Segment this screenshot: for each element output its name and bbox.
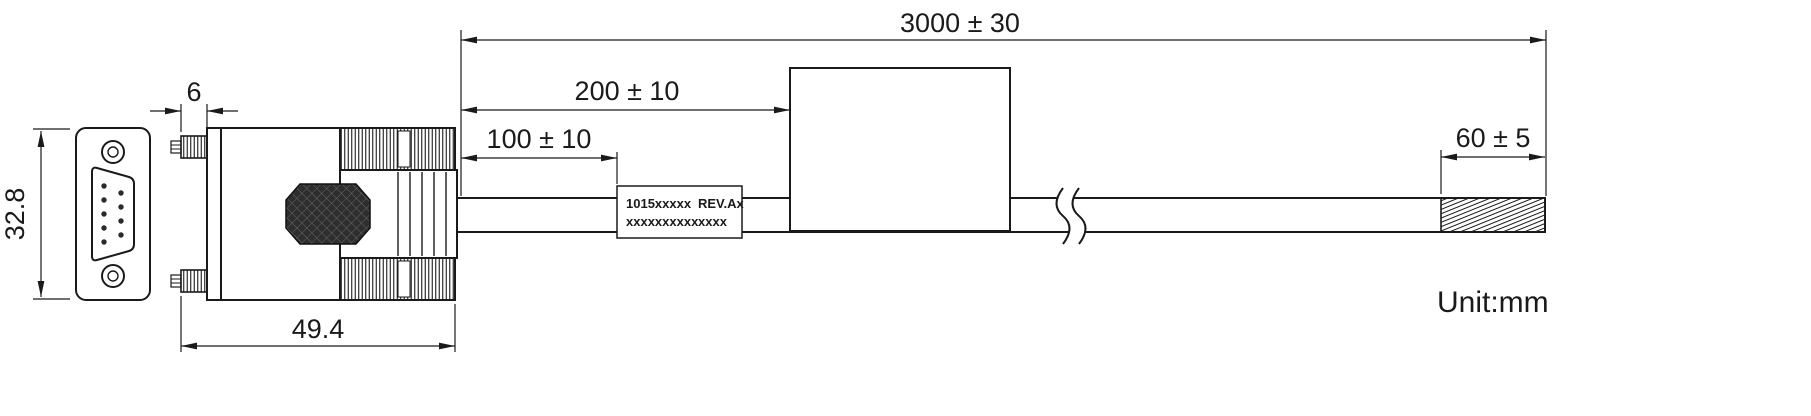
dim-connector-height-text: 32.8: [0, 188, 30, 241]
cable-label: 1015xxxxx REV.Ax xxxxxxxxxx xxxx: [616, 185, 745, 239]
connector-front-view: [75, 127, 151, 301]
thumbscrew-bottom: [180, 269, 208, 293]
dim-overall-length-text: 3000 ± 30: [900, 8, 1020, 38]
connector-pins: [101, 183, 124, 245]
label-revision: REV.Ax: [698, 196, 745, 211]
d-sub-shell: [91, 166, 135, 262]
dim-label-position-text: 100 ± 10: [487, 124, 592, 154]
ferrite-box: [789, 67, 1011, 232]
dim-connector-height: 32.8: [0, 128, 70, 300]
dim-strip-length: 60 ± 5: [1440, 123, 1545, 194]
dim-thumbscrew-width: 6: [150, 77, 238, 132]
thumbscrew-shaft-bottom: [170, 274, 182, 288]
cable-break-symbol: [1055, 187, 1087, 245]
label-extra: xxxx: [698, 214, 728, 229]
dim-label-position: 100 ± 10: [461, 124, 618, 184]
grip-texture: [285, 183, 371, 245]
backshell-notch-top: [397, 130, 411, 168]
dimensions: 32.8 6 49.4 3000 ± 30 200 ± 10: [0, 8, 1547, 352]
dim-strip-length-text: 60 ± 5: [1456, 123, 1531, 153]
dim-connector-length-text: 49.4: [292, 314, 345, 344]
thumbscrew-shaft-top: [170, 140, 182, 154]
unit-note: Unit:mm: [1437, 286, 1549, 319]
boot-ribs: [397, 172, 447, 256]
dim-connector-length: 49.4: [180, 296, 456, 352]
label-part-number: 1015xxxxx: [626, 196, 692, 211]
connector-side-view: [170, 127, 458, 301]
dim-ferrite-position-text: 200 ± 10: [575, 76, 680, 106]
dim-ferrite-position: 200 ± 10: [461, 76, 790, 114]
connector-flange: [206, 127, 222, 301]
label-serial: xxxxxxxxxx: [626, 214, 699, 229]
dim-thumbscrew-width-text: 6: [186, 77, 201, 107]
cable-strip-end: [1440, 197, 1546, 233]
backshell-notch-bottom: [397, 260, 411, 298]
thumbscrew-top: [180, 135, 208, 159]
dim-overall-length: 3000 ± 30: [461, 8, 1546, 44]
